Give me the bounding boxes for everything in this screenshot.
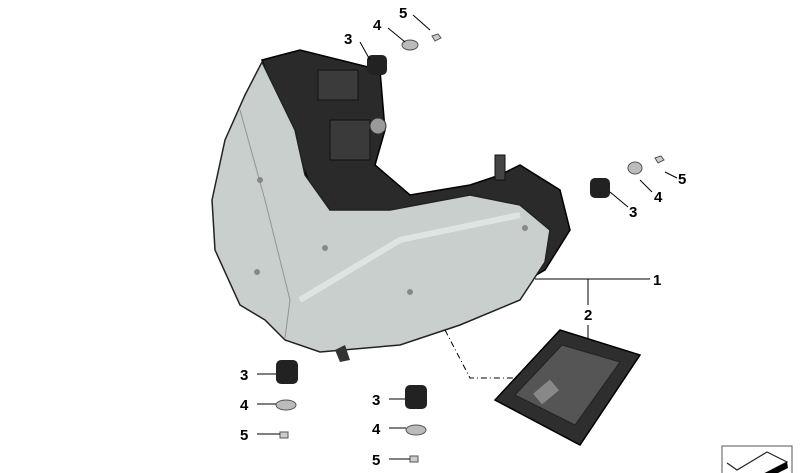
control-unit [493, 329, 642, 446]
callout-4-right: 4 [654, 189, 663, 206]
callout-3-mid: 3 [372, 392, 380, 409]
parts-diagram-icon [721, 445, 793, 473]
headlight-housing [211, 49, 571, 362]
leader-lines [257, 14, 678, 460]
callout-5-right: 5 [678, 171, 686, 188]
callout-4-mid: 4 [372, 421, 381, 438]
callout-4-top: 4 [373, 17, 382, 34]
callout-5-left: 5 [240, 427, 248, 444]
callout-3-left: 3 [240, 367, 248, 384]
callout-4-left: 4 [240, 397, 249, 414]
callout-2: 2 [584, 307, 592, 324]
callout-5-mid: 5 [372, 452, 380, 469]
callout-3-right: 3 [629, 204, 637, 221]
callout-1: 1 [653, 272, 661, 289]
fasteners [275, 33, 665, 463]
callout-5-top: 5 [399, 5, 407, 22]
callout-3-top: 3 [344, 31, 352, 48]
